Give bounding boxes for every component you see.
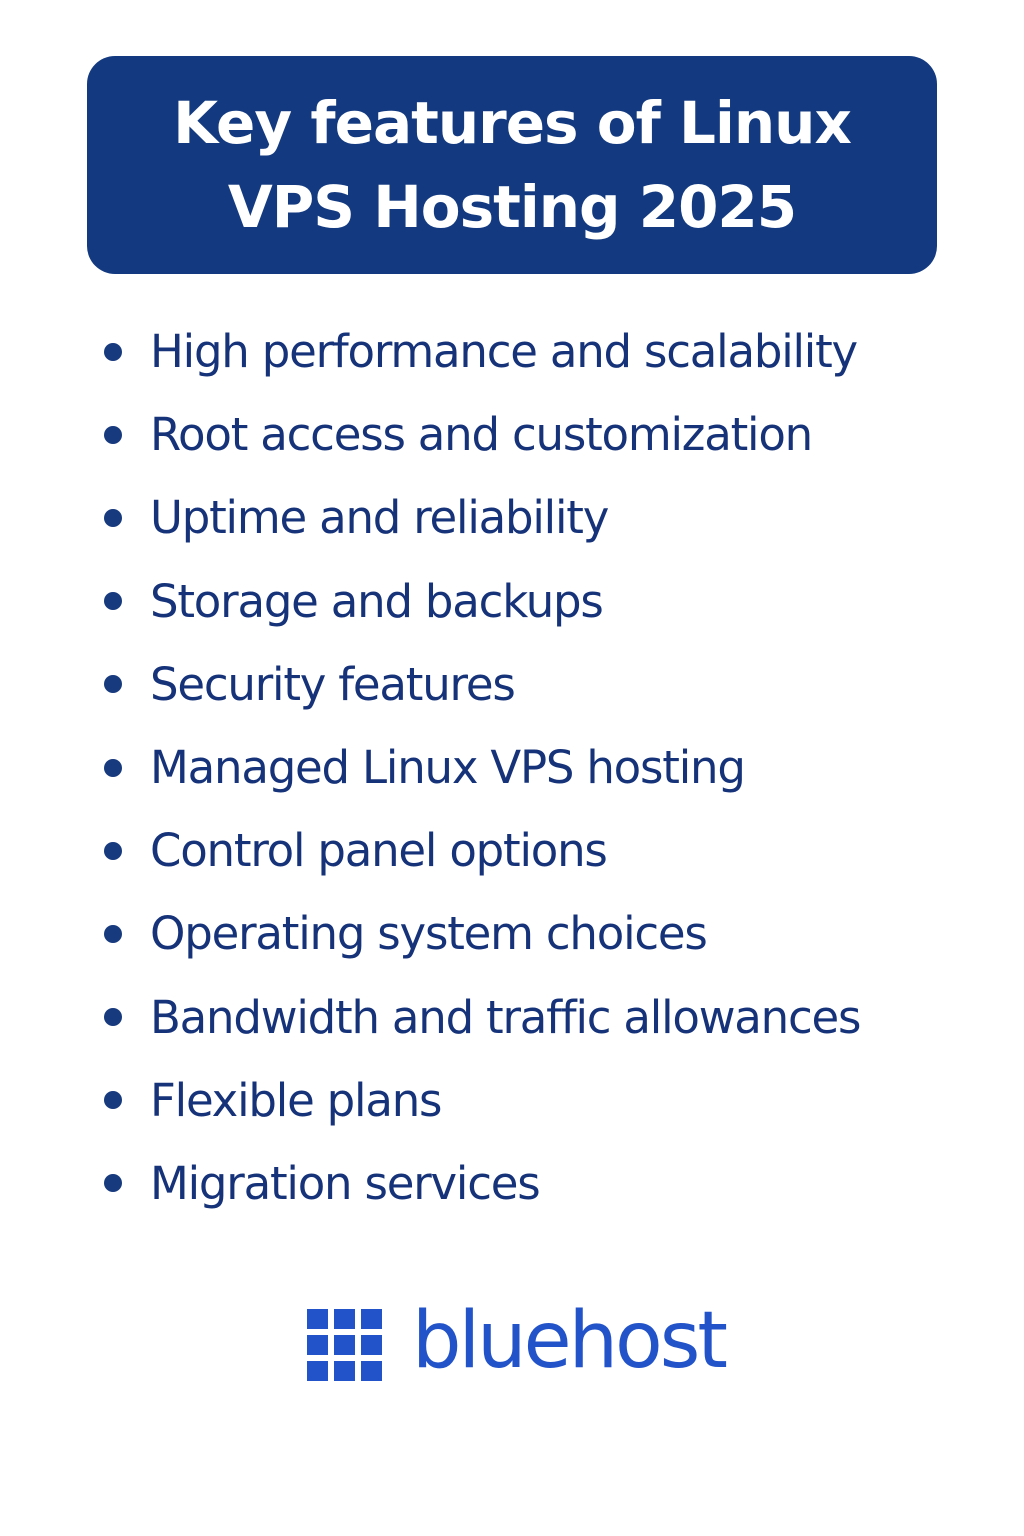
- feature-label: Migration services: [150, 1156, 541, 1210]
- bullet-icon: [104, 425, 122, 444]
- page-title-line-1: Key features of Linux: [173, 89, 852, 157]
- list-item: Root access and customization: [0, 393, 1024, 476]
- list-item: Uptime and reliability: [0, 476, 1024, 559]
- list-item: Migration services: [0, 1142, 1024, 1225]
- feature-label: Uptime and reliability: [150, 491, 609, 545]
- bullet-icon: [104, 1008, 122, 1027]
- grid-logo-icon: [307, 1309, 382, 1381]
- logo-square: [334, 1361, 355, 1381]
- feature-label: Operating system choices: [150, 907, 708, 961]
- bullet-icon: [104, 675, 122, 694]
- list-item: Flexible plans: [0, 1059, 1024, 1142]
- page-title-line-2: VPS Hosting 2025: [227, 173, 797, 241]
- feature-label: Security features: [150, 657, 516, 711]
- bullet-icon: [104, 592, 122, 611]
- title-banner: Key features of Linux VPS Hosting 2025: [87, 56, 937, 274]
- logo-square: [307, 1335, 328, 1355]
- list-item: Storage and backups: [0, 560, 1024, 643]
- list-item: Bandwidth and traffic allowances: [0, 976, 1024, 1059]
- feature-list: High performance and scalability Root ac…: [0, 310, 1024, 1225]
- feature-label: High performance and scalability: [150, 325, 858, 379]
- bullet-icon: [104, 841, 122, 860]
- feature-label: Flexible plans: [150, 1073, 442, 1127]
- bullet-icon: [104, 924, 122, 943]
- logo-square: [334, 1309, 355, 1329]
- logo-square: [307, 1361, 328, 1381]
- bullet-icon: [104, 1174, 122, 1193]
- logo-square: [307, 1309, 328, 1329]
- bullet-icon: [104, 758, 122, 777]
- bullet-icon: [104, 1091, 122, 1110]
- logo-square: [361, 1309, 382, 1329]
- list-item: Security features: [0, 643, 1024, 726]
- logo-square: [361, 1361, 382, 1381]
- bullet-icon: [104, 342, 122, 361]
- list-item: Managed Linux VPS hosting: [0, 726, 1024, 809]
- bluehost-logo: bluehost: [307, 1296, 728, 1390]
- brand-wordmark: bluehost: [412, 1296, 728, 1386]
- feature-label: Storage and backups: [150, 574, 604, 628]
- logo-square: [361, 1335, 382, 1355]
- feature-label: Bandwidth and traffic allowances: [150, 990, 861, 1044]
- logo-square: [334, 1335, 355, 1355]
- feature-label: Root access and customization: [150, 408, 813, 462]
- feature-label: Control panel options: [150, 824, 608, 878]
- feature-label: Managed Linux VPS hosting: [150, 741, 746, 795]
- list-item: Control panel options: [0, 809, 1024, 892]
- list-item: High performance and scalability: [0, 310, 1024, 393]
- bullet-icon: [104, 508, 122, 527]
- list-item: Operating system choices: [0, 892, 1024, 975]
